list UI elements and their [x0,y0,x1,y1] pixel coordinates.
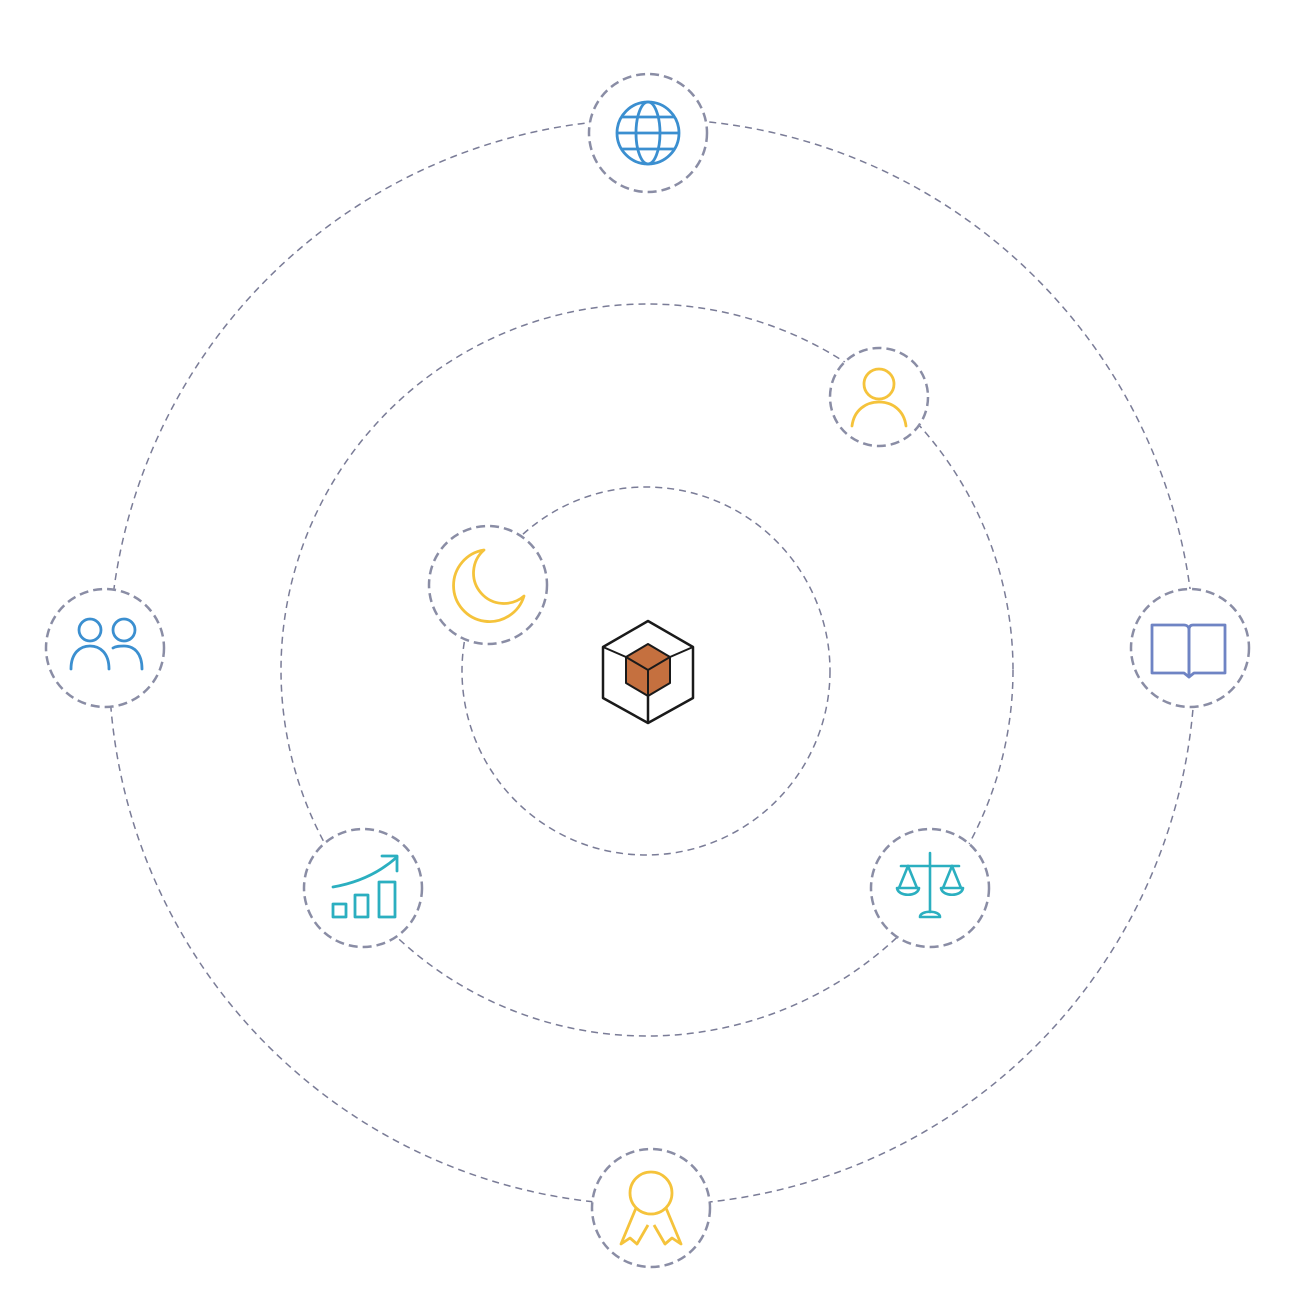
node-moon [427,524,549,646]
node-user [828,346,930,448]
balance-scale-icon [895,851,965,919]
moon-icon [452,548,526,623]
cube-logo-icon [601,619,695,725]
middle-orbit [280,303,1014,1037]
globe-icon [615,100,681,166]
people-icon [69,617,144,671]
open-book-icon [1150,623,1227,679]
node-award-ribbon [590,1147,712,1269]
node-balance-scale [869,827,991,949]
growth-chart-icon [331,854,399,919]
node-open-book [1129,587,1251,709]
node-growth-chart [302,827,424,949]
award-ribbon-icon [619,1170,683,1246]
inner-orbit [461,486,831,856]
node-globe [587,72,709,194]
user-icon [850,367,908,428]
node-people [44,587,166,709]
